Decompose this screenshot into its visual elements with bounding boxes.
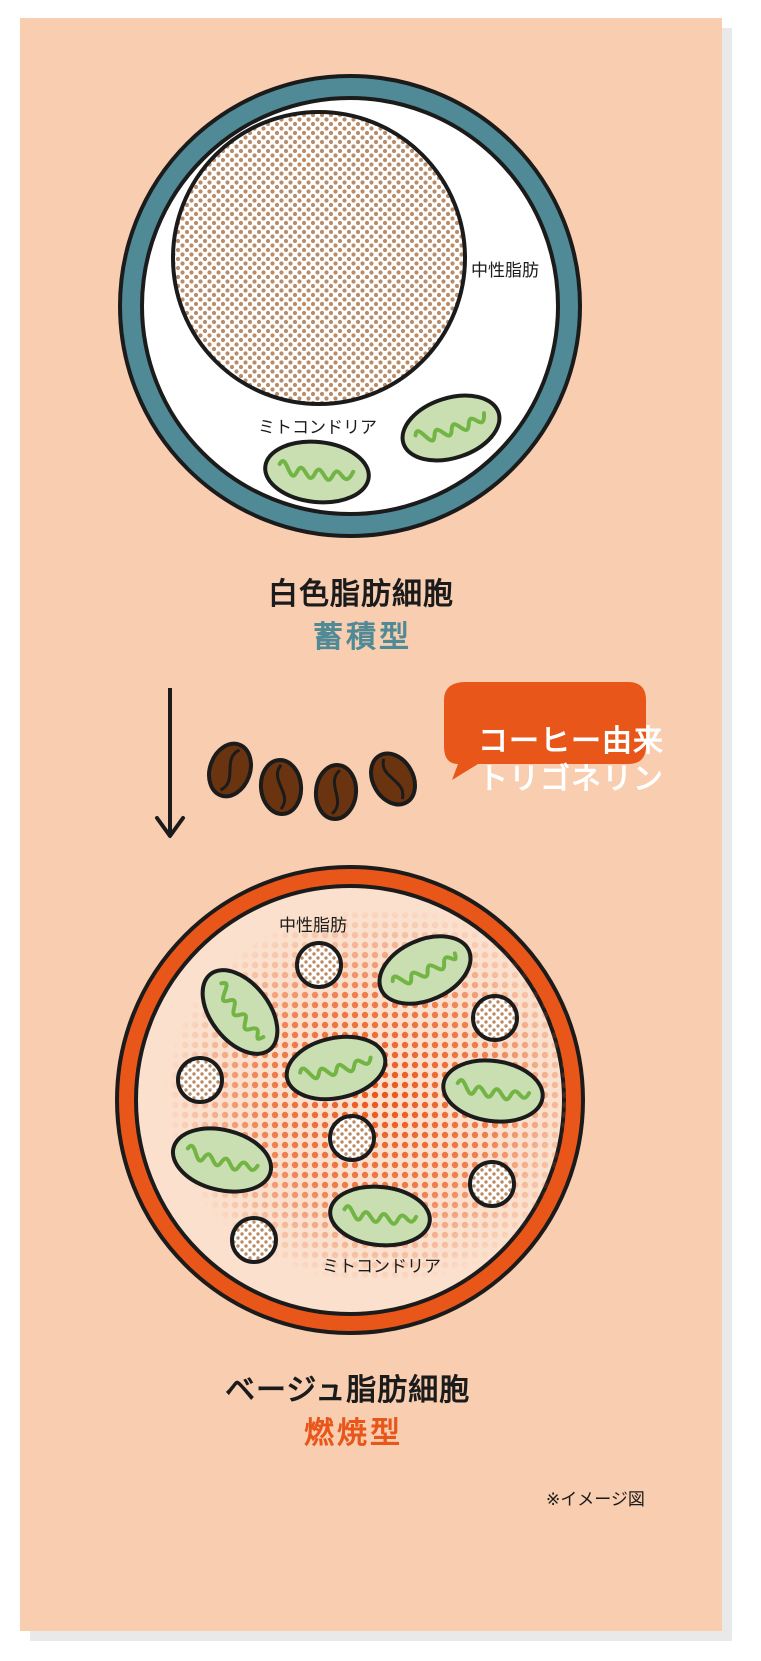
white-cell-mito-label: ミトコンドリア	[258, 418, 377, 438]
white-cell-subtitle: 蓄積型	[313, 620, 412, 655]
callout-line-2: トリゴネリン	[478, 762, 664, 797]
white-fat-cell	[118, 74, 582, 538]
mitochondrion	[400, 393, 502, 463]
beige-cell-subtitle: 燃焼型	[304, 1416, 403, 1451]
beige-cell-title: ベージュ脂肪細胞	[225, 1373, 471, 1408]
beige-fat-cell	[115, 865, 585, 1335]
callout-text: コーヒー由来 トリゴネリン	[458, 723, 684, 799]
footnote: ※イメージ図	[546, 1490, 645, 1510]
coffee-beans-icon	[207, 741, 417, 821]
white-cell-fat-label: 中性脂肪	[471, 261, 539, 281]
trigonelline-callout	[444, 682, 646, 780]
small-lipid-droplet	[295, 941, 343, 989]
white-cell-title: 白色脂肪細胞	[268, 577, 454, 612]
mitochondrion	[170, 1126, 274, 1194]
beige-cell-mito-label: ミトコンドリア	[322, 1257, 441, 1277]
mitochondrion	[441, 1058, 545, 1124]
small-lipid-droplet	[328, 1114, 376, 1162]
mitochondrion	[263, 439, 371, 505]
small-lipid-droplet	[230, 1216, 278, 1264]
mitochondrion	[284, 1034, 388, 1102]
mitochondrion	[377, 934, 473, 1006]
down-arrow-icon	[155, 688, 185, 838]
large-lipid-droplet	[171, 110, 467, 406]
mitochondrion	[200, 968, 280, 1056]
beige-cell-fat-label: 中性脂肪	[279, 916, 347, 936]
small-lipid-droplet	[176, 1056, 224, 1104]
callout-line-1: コーヒー由来	[478, 724, 664, 759]
mitochondrion	[328, 1184, 432, 1248]
small-lipid-droplet	[471, 994, 519, 1042]
small-lipid-droplet	[468, 1160, 516, 1208]
